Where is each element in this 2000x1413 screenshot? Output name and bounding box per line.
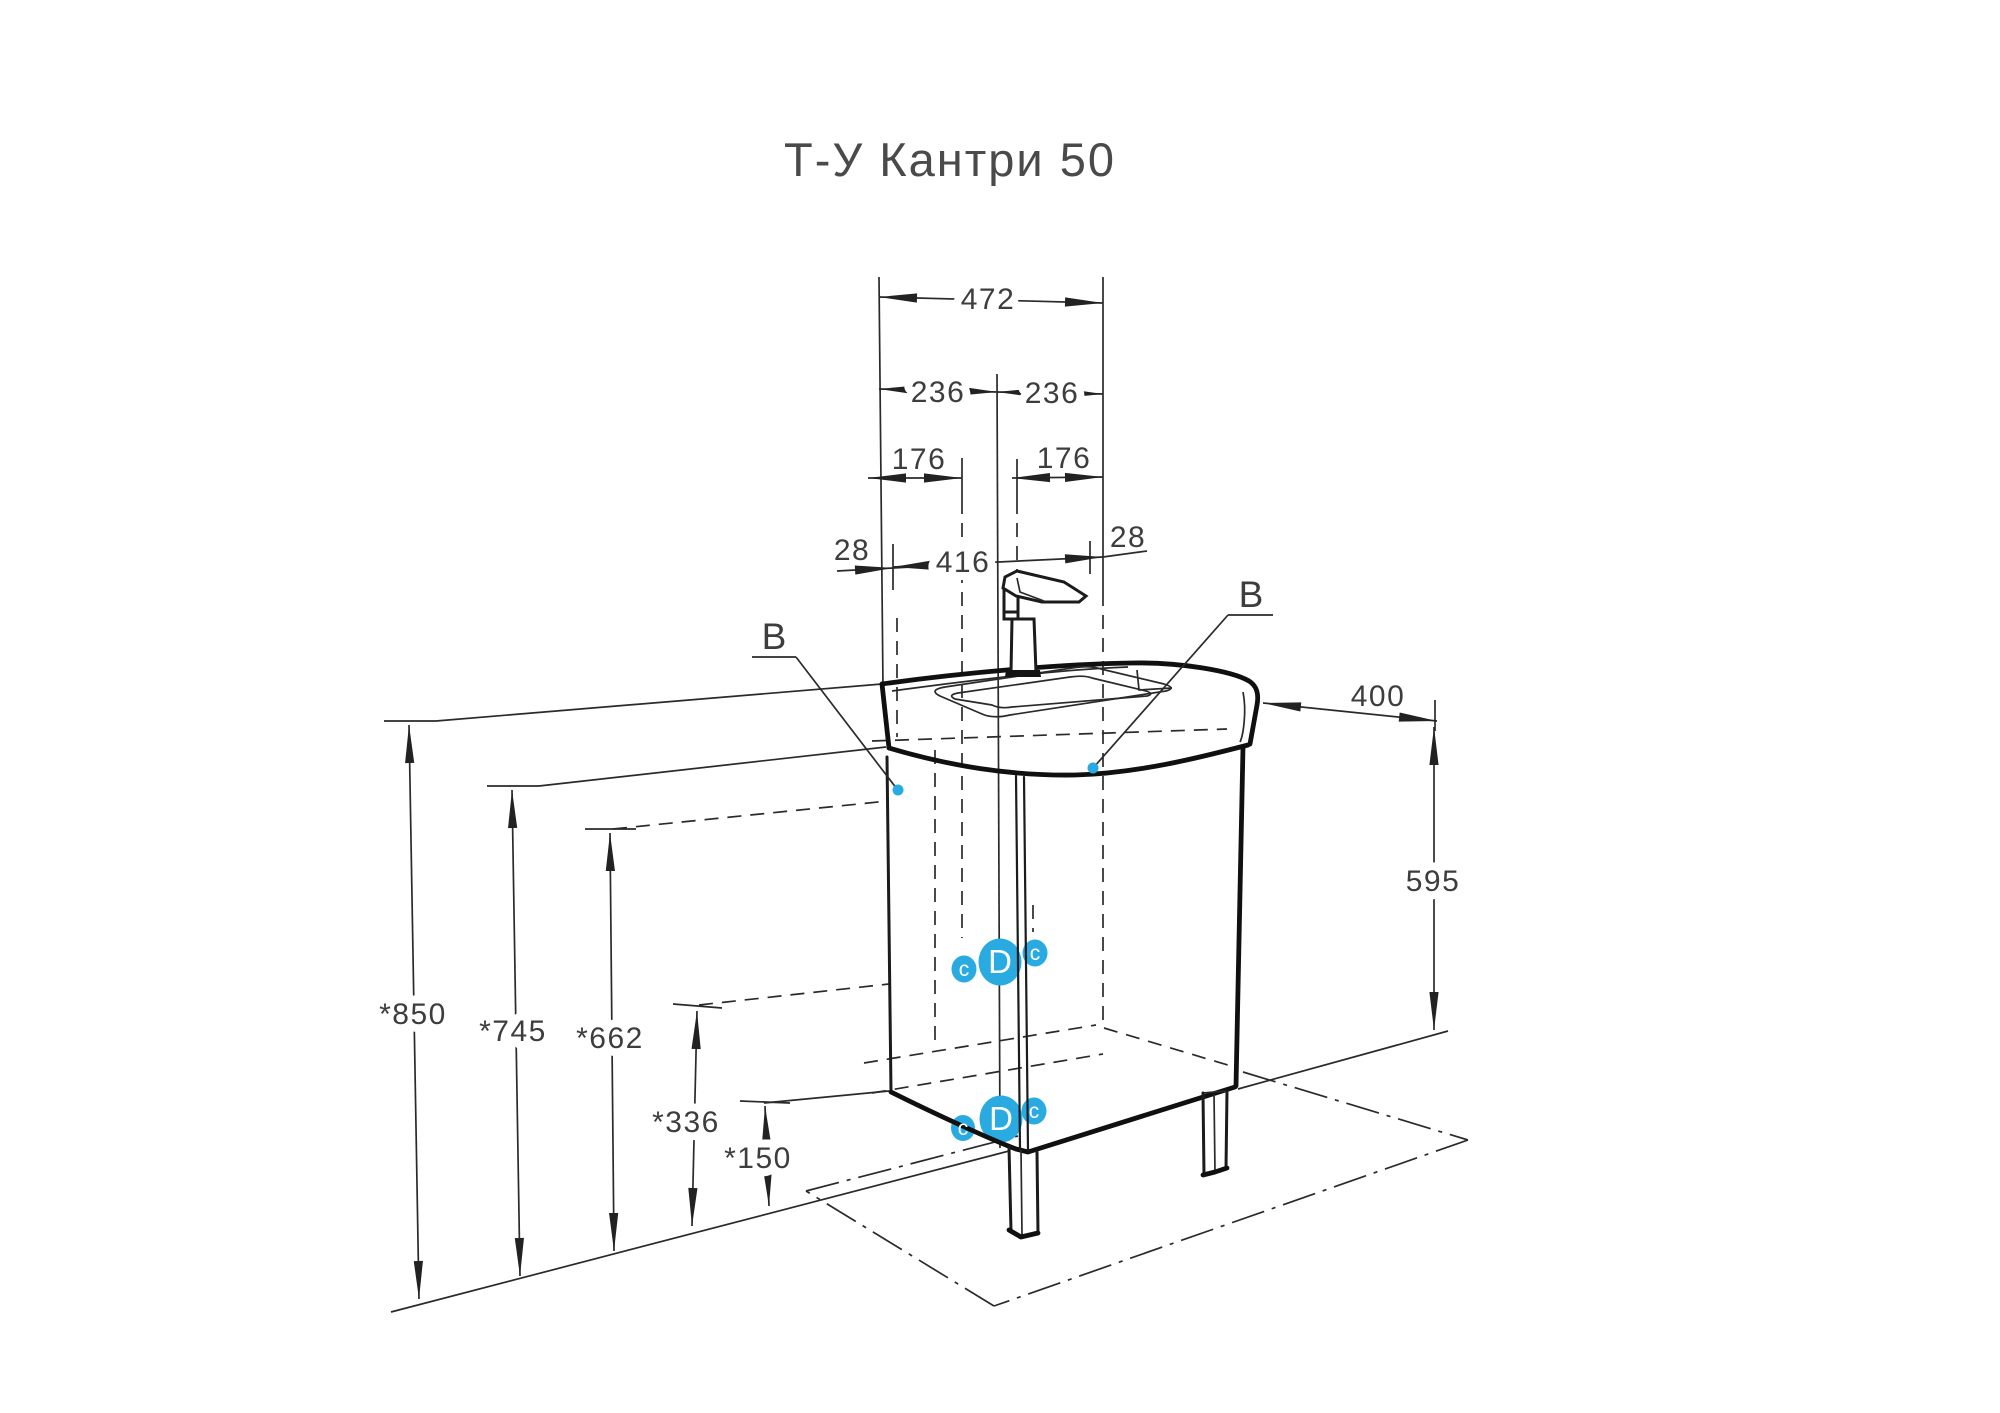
hidden-bottom-panel-top [863, 1024, 1097, 1064]
floor-outline [805, 1071, 1469, 1307]
fitting-D-upper [978, 938, 1022, 986]
dim-label-400: 400 [1351, 680, 1406, 713]
basin-inner-slope [950, 675, 1152, 709]
callout-label-left: В [762, 616, 787, 657]
fitting-letter-c-lower-left: c [958, 1117, 969, 1140]
dim-line-400 [1262, 702, 1438, 722]
floor-edge-right-front [993, 1139, 1469, 1307]
basin-deck-step [1136, 669, 1173, 691]
dim-label-850: *850 [379, 998, 447, 1031]
callout-leader-right [1093, 614, 1229, 768]
sink-apron-bottom [886, 742, 1251, 778]
fitting-letter-c-lower-right: c [1029, 1100, 1040, 1123]
faucet-lever [1001, 569, 1089, 604]
floor-edge-right-back [1242, 1071, 1469, 1141]
dim-label-28-right: 28 [1110, 521, 1146, 554]
floor-edge-left-back [805, 1135, 1019, 1192]
dim-label-236-left: 236 [911, 376, 966, 409]
extension-lines [390, 276, 1449, 1313]
front-leg [1006, 1145, 1041, 1240]
hidden-cabinet-top-edge [871, 728, 1228, 742]
dim-line-745 [508, 789, 524, 1277]
faucet-lever-facet [1016, 577, 1045, 602]
sink-rim-outline [879, 660, 1261, 747]
dim-label-236-right: 236 [1025, 377, 1080, 410]
dimensions: 472 236 236 176 176 28 416 28 400 595 *8… [371, 275, 1467, 1300]
callouts: В В [752, 574, 1273, 796]
hidden-bottom-rear-edge [1103, 1027, 1232, 1067]
tick-150 [739, 1100, 791, 1104]
cabinet-bottom-edges [888, 1084, 1238, 1155]
dim-line-28-left [836, 565, 894, 575]
ground-line [390, 1150, 1010, 1313]
fitting-c-upper-left [951, 955, 977, 983]
fitting-letter-c-upper-left: c [959, 958, 970, 981]
callout-leader-left [795, 656, 898, 790]
dim-label-595: 595 [1406, 865, 1461, 898]
dim-line-416 [892, 554, 1104, 570]
cabinet-right-back-edge [1233, 744, 1246, 1089]
dim-label-416: 416 [936, 546, 991, 579]
drawing-title: Т-У Кантри 50 [784, 133, 1116, 186]
ext-745-to-cabinet-top [538, 746, 887, 787]
ext-line-left [878, 276, 884, 689]
faucet [1001, 569, 1089, 677]
dim-line-236-right [996, 388, 1104, 398]
sink-left-edge [879, 681, 892, 751]
dim-label-176-right: 176 [1037, 442, 1092, 475]
basin-opening [934, 665, 1172, 718]
ext-595-bottom [1237, 1030, 1449, 1090]
dim-line-176-right [1011, 472, 1104, 483]
ext-662-dashed [612, 800, 889, 830]
fitting-letter-c-upper-right: c [1030, 942, 1041, 965]
callout-dot-right [1087, 762, 1099, 774]
dim-line-662 [605, 832, 619, 1252]
vanity-unit [879, 569, 1261, 1240]
dim-label-662: *662 [576, 1022, 644, 1055]
fitting-c-upper-right [1022, 939, 1048, 967]
callout-dot-left [892, 784, 904, 796]
fitting-letter-D-lower: D [989, 1100, 1013, 1137]
dim-line-336 [688, 1010, 701, 1227]
dim-line-236-left [878, 385, 998, 396]
cabinet-left-front-edge [885, 755, 893, 1094]
ext-850-to-sink-top [435, 683, 883, 722]
faucet-base [1005, 670, 1041, 677]
dim-line-150 [761, 1105, 773, 1207]
ext-150-to-cabinet-bottom [763, 1090, 890, 1104]
door-gap-line-1 [1014, 774, 1022, 1151]
floor-edge-left-front [805, 1190, 995, 1307]
callout-label-right: В [1239, 574, 1264, 615]
faucet-column [1009, 617, 1038, 674]
dim-label-176-left: 176 [892, 443, 947, 476]
sink-inner-rim-right [1239, 691, 1246, 743]
tail-28-right [1102, 550, 1148, 558]
ext-336-dashed [698, 983, 890, 1006]
dim-label-745: *745 [479, 1015, 547, 1048]
hidden-lines [612, 500, 1232, 1094]
fitting-letter-D-upper: D [988, 943, 1012, 980]
dim-label-472: 472 [961, 283, 1016, 316]
dim-label-28-left: 28 [834, 534, 870, 567]
hidden-bottom-panel-bottom [871, 1053, 1104, 1094]
dim-line-472 [878, 293, 1104, 307]
dim-label-336: *336 [652, 1106, 720, 1139]
dim-line-850 [405, 724, 423, 1300]
center-line [996, 373, 1001, 1149]
fitting-letters: c D c c D c [958, 942, 1041, 1140]
rear-leg [1200, 1089, 1230, 1178]
door-gap-line-2 [1022, 775, 1030, 1152]
dim-label-150: *150 [724, 1142, 792, 1175]
fitting-D-lower [979, 1095, 1023, 1143]
tick-336 [672, 1003, 723, 1009]
